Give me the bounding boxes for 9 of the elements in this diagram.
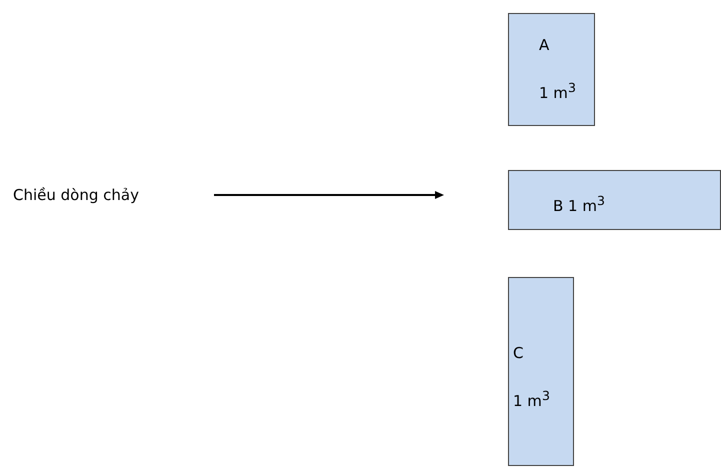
box-label: A [539, 36, 550, 54]
volume-box [508, 170, 721, 230]
box-label: 1 m$^{3}$ [539, 79, 577, 102]
volume-box [508, 277, 574, 466]
volume-box [508, 13, 595, 126]
box-label: 1 m$^{3}$ [513, 387, 551, 410]
box-label: B 1 m$^{3}$ [553, 192, 606, 215]
flow-direction-label: Chiều dòng chảy [13, 186, 139, 204]
box-label: C [513, 344, 524, 362]
